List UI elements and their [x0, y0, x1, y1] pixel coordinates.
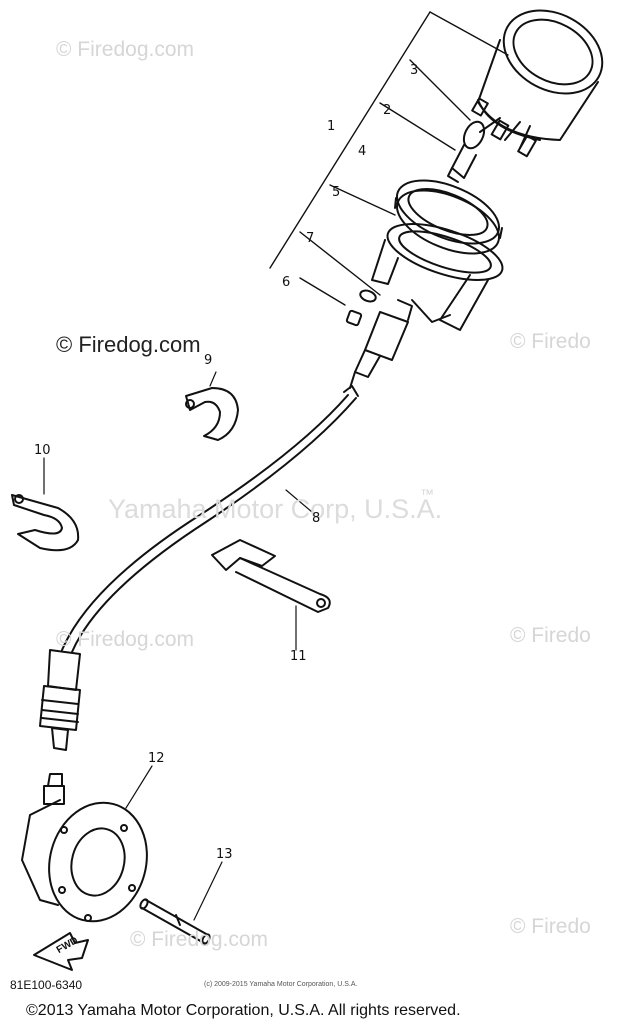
callout-9: 9: [204, 353, 213, 368]
watermark: © Firedo: [510, 915, 591, 938]
cable-clamp-9: [185, 387, 239, 441]
callout-12: 12: [148, 751, 165, 766]
fwd-arrow: [33, 932, 89, 971]
watermark: © Firedog.com: [130, 928, 269, 951]
small-copyright: (c) 2009-2015 Yamaha Motor Corporation, …: [204, 981, 358, 988]
watermark: © Firedo: [510, 330, 591, 353]
gasket: [394, 179, 503, 255]
watermark-company: Yamaha Motor Corp, U.S.A.: [108, 494, 443, 524]
cable-upper-fitting: [349, 299, 413, 389]
assembly-bracket: [269, 11, 509, 306]
callout-1: 1: [327, 119, 336, 134]
nut: [345, 309, 363, 327]
watermark: © Firedog.com: [56, 38, 195, 61]
callout-6: 6: [282, 275, 291, 290]
callout-8: 8: [312, 511, 321, 526]
speedometer-cable: [39, 385, 359, 751]
cable-clamp-11: [211, 539, 331, 613]
speedometer-gear-unit: [21, 773, 148, 923]
callout-5: 5: [332, 185, 341, 200]
drive-pin: [139, 898, 211, 945]
callout-3: 3: [410, 63, 419, 78]
footer-copyright: ©2013 Yamaha Motor Corporation, U.S.A. A…: [26, 1002, 461, 1019]
callout-4: 4: [358, 144, 367, 159]
callout-10: 10: [34, 443, 51, 458]
cable-clamp-10: [11, 494, 80, 552]
damper-housing: [371, 223, 504, 331]
callout-11: 11: [290, 649, 307, 664]
watermark: © Firedo: [510, 624, 591, 647]
diagram-code: 81E100-6340: [10, 978, 83, 992]
callout-2: 2: [383, 103, 392, 118]
washer: [359, 289, 377, 303]
bulb-socket: [447, 120, 486, 183]
leader-lines: [43, 371, 313, 921]
callout-7: 7: [306, 231, 315, 246]
watermark-dark: © Firedog.com: [56, 332, 201, 357]
watermark: © Firedog.com: [56, 628, 195, 651]
watermark-tm: ™: [420, 486, 434, 502]
callout-13: 13: [216, 847, 233, 862]
speedometer-gauge: [471, 9, 604, 158]
